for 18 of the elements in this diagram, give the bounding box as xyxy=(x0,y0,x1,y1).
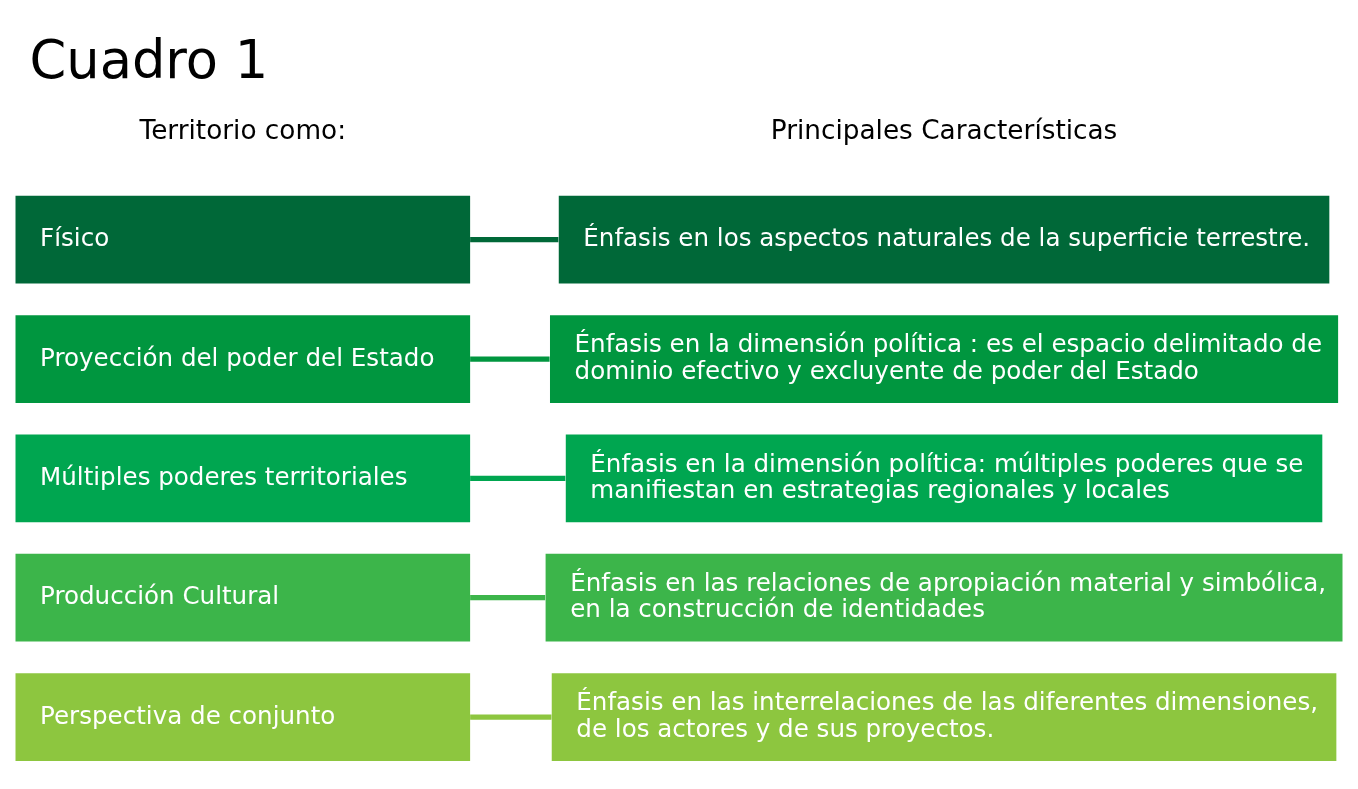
connector xyxy=(470,355,550,362)
diagram-title: Cuadro 1 xyxy=(29,28,269,90)
connector xyxy=(470,236,559,242)
node-box: Énfasis en las interrelaciones de las diferentes dimensiones, de los actores y de sus proyectos. xyxy=(551,672,1337,761)
node-box: Múltiples poderes territoriales xyxy=(15,434,471,522)
node-box: Físico xyxy=(15,195,471,284)
label: Territorio como: xyxy=(139,114,347,145)
node-box: Perspectiva de conjunto xyxy=(15,672,471,761)
node-box: Énfasis en los aspectos naturales de la superficie terrestre. xyxy=(558,195,1330,284)
node-box: Énfasis en la dimensión política : es el espacio delimitado de dominio efectivo y excluyente de poder del Estado xyxy=(550,314,1339,403)
node-box: Énfasis en las relaciones de apropiación material y simbólica, en la construcción de identidades xyxy=(545,553,1343,642)
node-box: Proyección del poder del Estado xyxy=(15,314,471,403)
label: Principales Características xyxy=(770,114,1118,145)
node-box: Énfasis en la dimensión política: múltiples poderes que se manifiestan en estrategias regionales y locales xyxy=(565,434,1323,522)
connector xyxy=(470,475,566,481)
connector xyxy=(470,594,546,600)
connector xyxy=(470,713,552,720)
node-box: Producción Cultural xyxy=(15,553,471,642)
